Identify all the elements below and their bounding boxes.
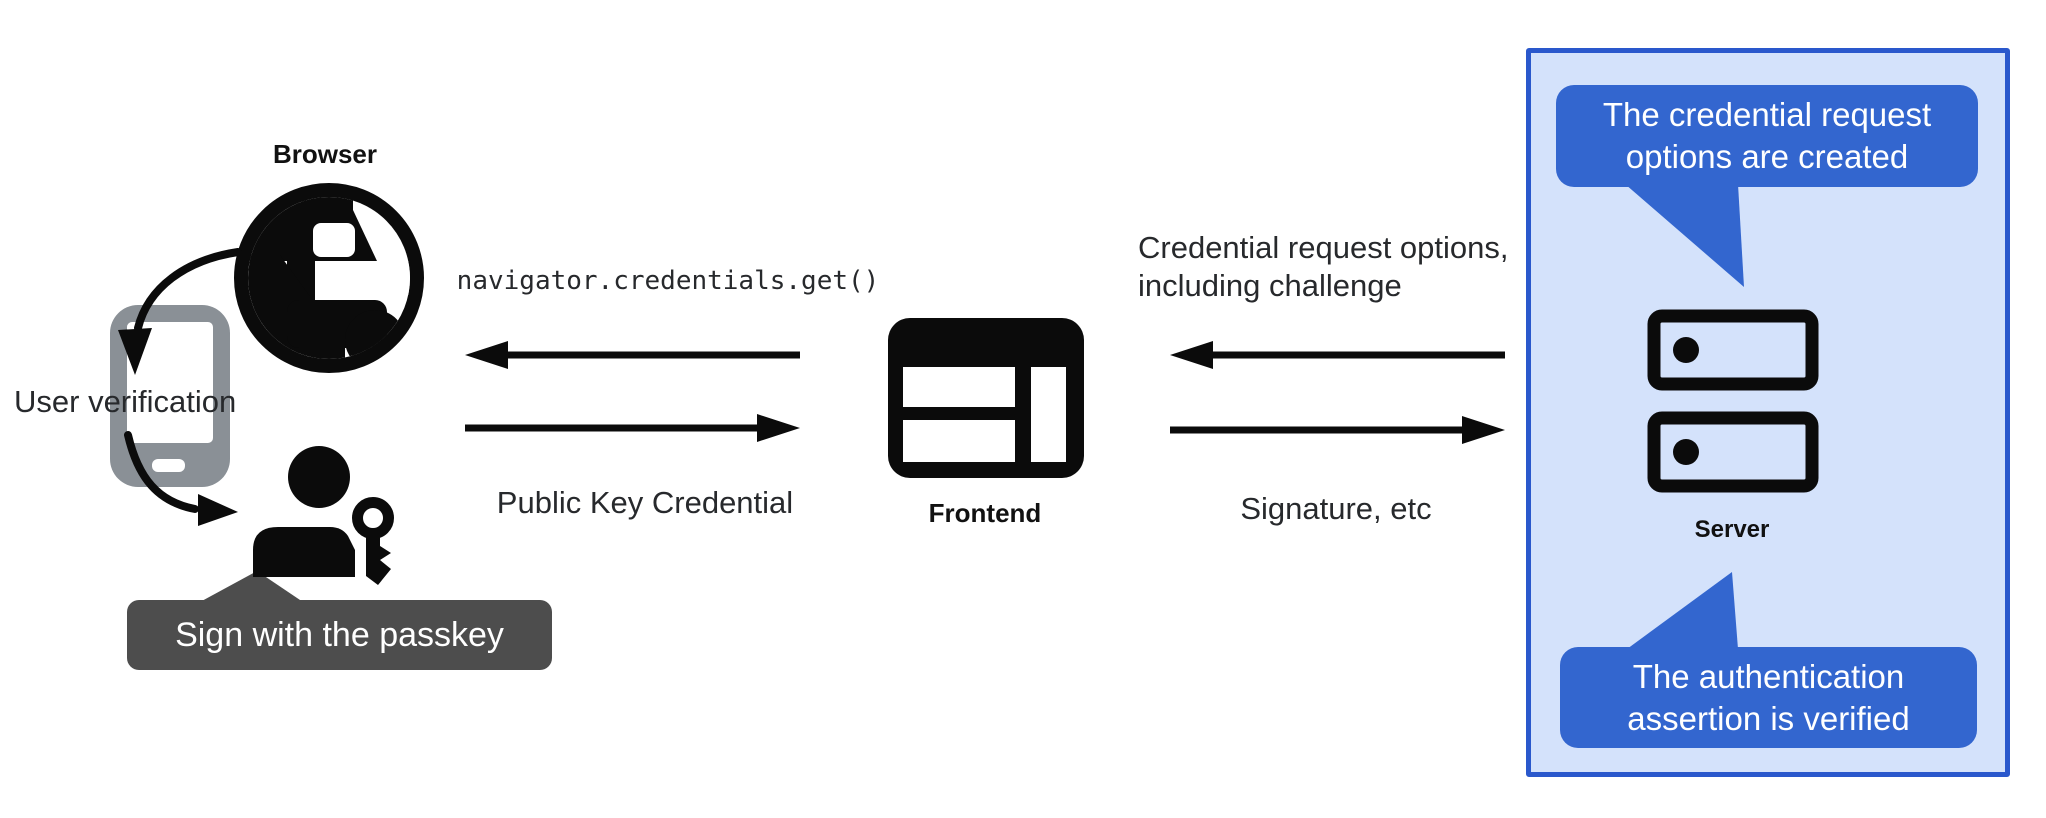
tooltip-text: Sign with the passkey bbox=[175, 615, 504, 654]
credential-request-options-label: Credential request options, including ch… bbox=[1138, 229, 1509, 305]
bubble-bottom-line1: The authentication bbox=[1632, 657, 1905, 695]
browser-globe-icon bbox=[234, 183, 424, 373]
server-caption: Server bbox=[1694, 516, 1770, 543]
bubble-top-line2: options are created bbox=[1625, 138, 1909, 175]
credential-request-options-line2: including challenge bbox=[1138, 268, 1402, 303]
server-stack-icon bbox=[1647, 309, 1819, 493]
arrow-frontend-to-server-icon bbox=[1170, 416, 1505, 444]
bubble-bottom-tail-icon bbox=[1627, 572, 1738, 649]
browser-caption: Browser bbox=[272, 139, 378, 169]
user-verification-label: User verification bbox=[14, 384, 237, 419]
bubble-assertion-verified: The authentication assertion is verified bbox=[1560, 647, 1977, 748]
bubble-top-line1: The credential request bbox=[1602, 96, 1932, 133]
tooltip-pointer-icon bbox=[200, 571, 303, 602]
signature-label: Signature, etc bbox=[1240, 491, 1432, 526]
sign-with-passkey-tooltip: Sign with the passkey bbox=[127, 600, 552, 670]
credentials-get-code-label: navigator.credentials.get() bbox=[456, 266, 880, 296]
bubble-credential-request-created: The credential request options are creat… bbox=[1556, 85, 1978, 187]
bubble-bottom-line2: assertion is verified bbox=[1627, 699, 1910, 737]
arrow-server-to-frontend-icon bbox=[1170, 341, 1505, 369]
credential-request-options-line1: Credential request options, bbox=[1138, 230, 1509, 265]
arrow-frontend-to-browser-icon bbox=[465, 341, 800, 369]
public-key-credential-label: Public Key Credential bbox=[496, 485, 794, 520]
arrow-browser-to-frontend-icon bbox=[465, 414, 800, 442]
curved-flow-arrows-icon bbox=[118, 248, 242, 526]
user-with-passkey-icon bbox=[253, 446, 394, 585]
frontend-window-icon bbox=[888, 318, 1084, 478]
bubble-top-tail-icon bbox=[1625, 184, 1744, 287]
frontend-caption: Frontend bbox=[928, 498, 1042, 528]
